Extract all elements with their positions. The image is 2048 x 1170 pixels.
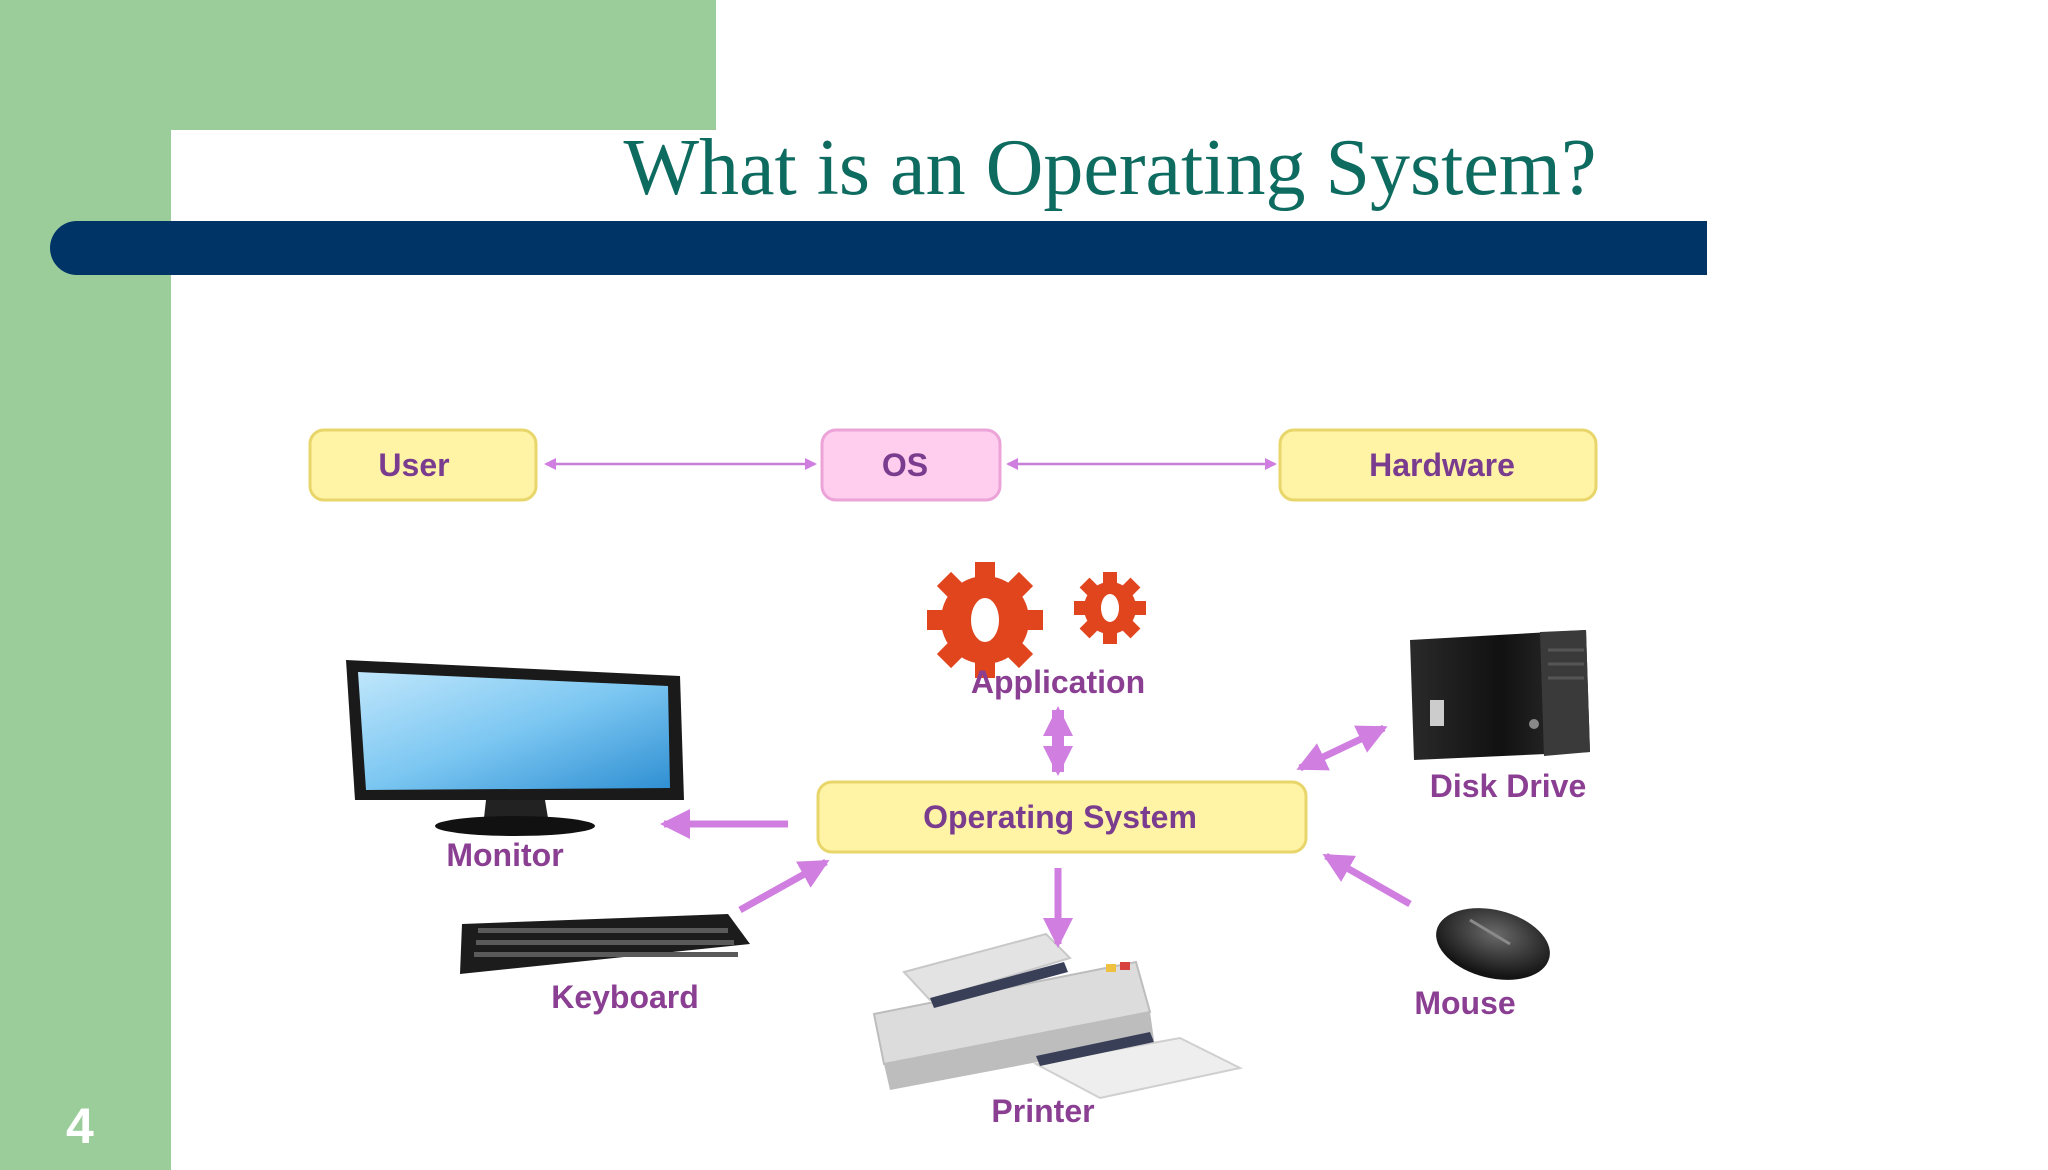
os-disk-drive-arrow: [1296, 724, 1388, 772]
os-label: OS: [882, 447, 928, 483]
gears-icon: [927, 562, 1146, 678]
mouse-label: Mouse: [1414, 985, 1515, 1021]
mouse-icon: [1436, 908, 1550, 980]
slide-number: 4: [66, 1098, 94, 1154]
keyboard-icon: [460, 914, 750, 974]
keyboard-label: Keyboard: [551, 979, 699, 1015]
computer-tower-icon: [1410, 630, 1590, 760]
mouse-os-arrow: [1322, 852, 1412, 908]
printer-icon: [872, 932, 1243, 1100]
keyboard-os-arrow: [738, 858, 830, 914]
application-label: Application: [971, 664, 1145, 700]
printer-label: Printer: [991, 1093, 1094, 1129]
hardware-label: Hardware: [1369, 447, 1515, 483]
title-underline-bar: [50, 221, 1707, 275]
user-label: User: [378, 447, 449, 483]
operating-system-box: Operating System: [816, 780, 1308, 854]
monitor-icon: [346, 660, 684, 836]
slide-title: What is an Operating System?: [623, 124, 1597, 212]
green-top-band: [0, 0, 716, 130]
user-box: User: [308, 428, 538, 502]
operating-system-label: Operating System: [923, 799, 1197, 835]
os-box: OS: [820, 428, 1002, 502]
hardware-box: Hardware: [1278, 428, 1598, 502]
green-sidebar: [0, 0, 171, 1170]
disk-drive-label: Disk Drive: [1430, 768, 1587, 804]
monitor-label: Monitor: [446, 837, 563, 873]
